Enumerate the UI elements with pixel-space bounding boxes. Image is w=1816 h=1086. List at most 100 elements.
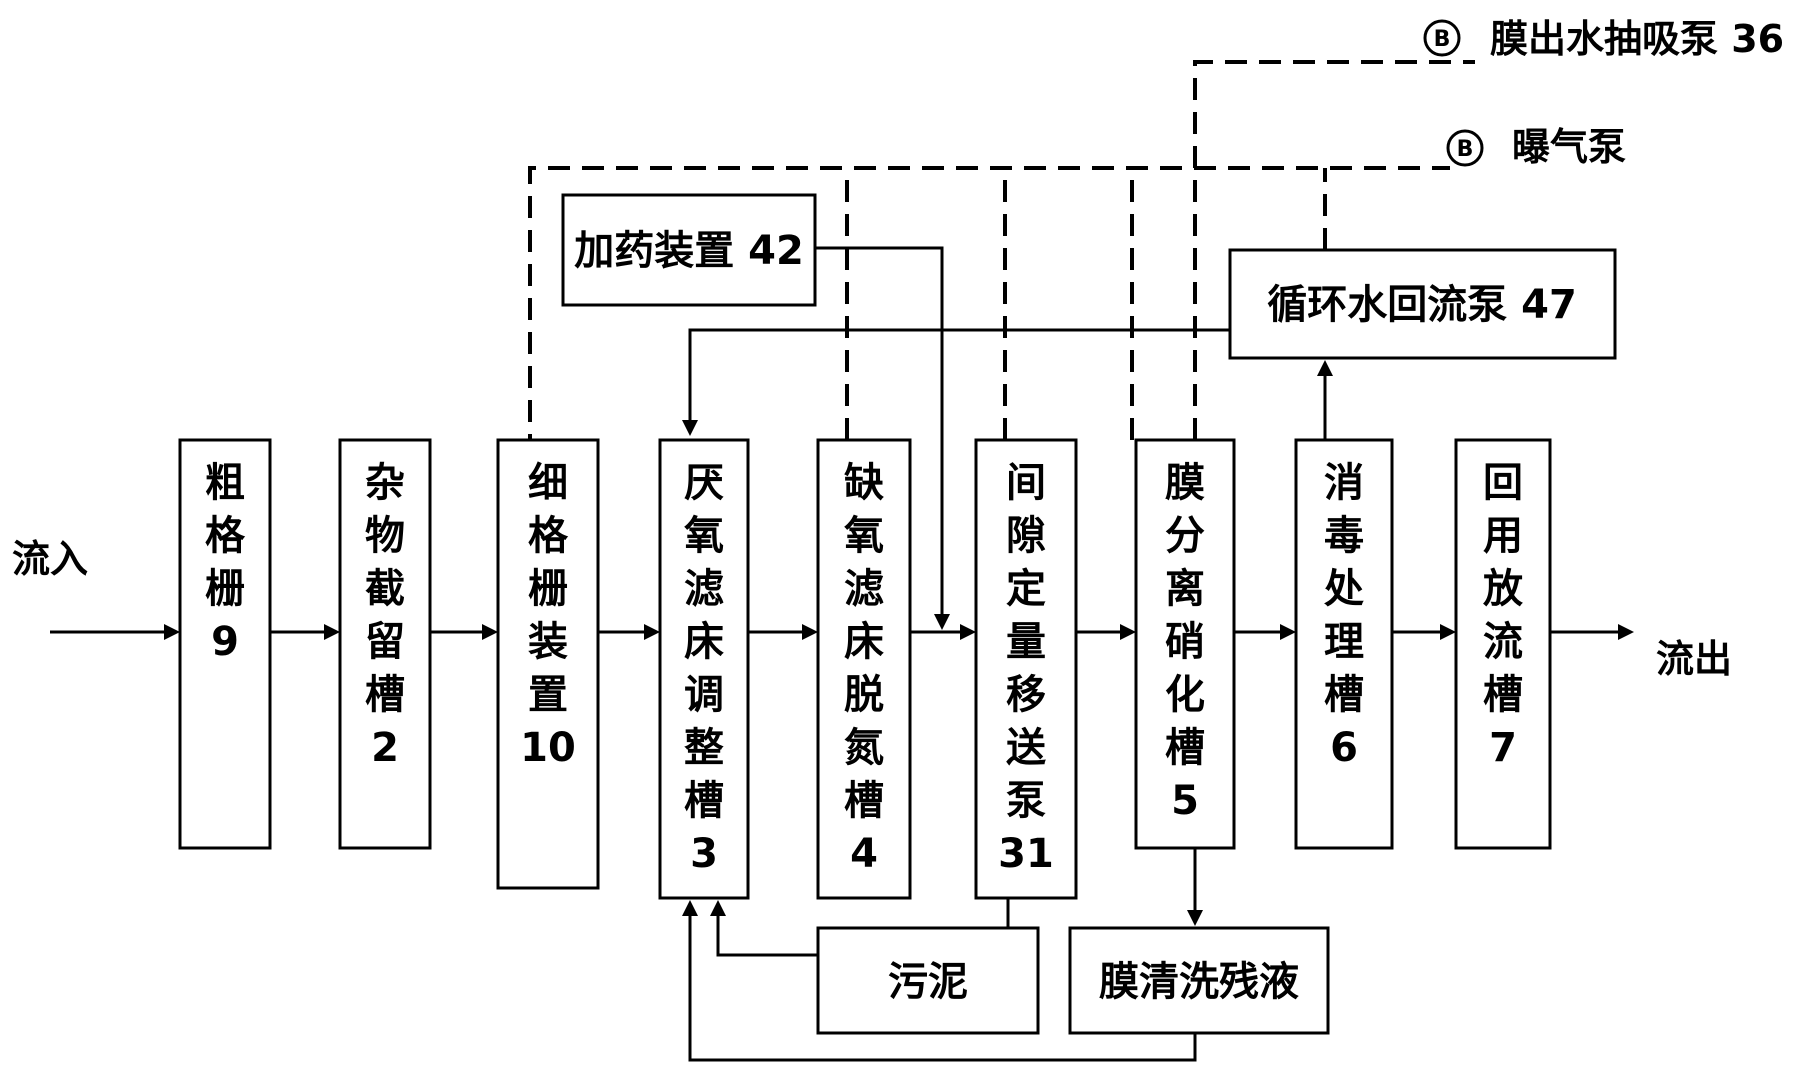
recycle-pump: 循环水回流泵 47 xyxy=(1228,248,1617,360)
arrow-head xyxy=(934,614,950,630)
tank-label-char: 离 xyxy=(1165,566,1205,612)
tank-label-char: 间 xyxy=(1006,460,1046,506)
tank-label-char: 氮 xyxy=(844,725,884,771)
tank-box xyxy=(178,438,272,850)
tank-label-char: 滤 xyxy=(684,566,724,612)
arrow-head xyxy=(1280,624,1296,640)
tank-label-char: 格 xyxy=(205,513,246,559)
tank-label-char: 泵 xyxy=(1006,778,1046,824)
tank-label-char: 流 xyxy=(1483,619,1523,665)
sludge: 污泥 xyxy=(816,926,1040,1035)
tank-label-char: 4 xyxy=(850,831,878,877)
tank-label-char: 放 xyxy=(1483,566,1523,612)
aeration-marker-circle xyxy=(1446,129,1484,167)
dosing-device-label: 加药装置 42 xyxy=(574,228,804,274)
suction-marker-circle xyxy=(1423,19,1461,57)
membrane-wash-box xyxy=(1068,926,1330,1035)
tank-label-char: 整 xyxy=(684,725,724,771)
tank-label-char: 定 xyxy=(1006,566,1046,612)
tank-label-char: 床 xyxy=(844,619,884,665)
suction-pump-label-group: B 膜出水抽吸泵 36 xyxy=(1423,17,1784,61)
recycle-pump-label: 循环水回流泵 47 xyxy=(1267,282,1577,328)
aeration-marker: B xyxy=(1457,137,1474,162)
tank-label-char: 格 xyxy=(528,513,569,559)
tank-label-char: 装 xyxy=(528,619,568,665)
process-tanks: 粗格栅9杂物截留槽2细格栅装置10厌氧滤床调整槽3缺氧滤床脱氮槽4间隙定量移送泵… xyxy=(178,438,1552,900)
tank-box xyxy=(658,438,750,900)
tank-label-char: 移 xyxy=(1006,672,1046,718)
arrow-head xyxy=(324,624,340,640)
tank-label-char: 量 xyxy=(1006,619,1046,665)
arrow-head xyxy=(1120,624,1136,640)
tank-label-char: 硝 xyxy=(1165,619,1205,665)
tank-box xyxy=(1454,438,1552,850)
tank-label-char: 槽 xyxy=(1165,725,1205,771)
suction-marker: B xyxy=(1434,27,1451,52)
aeration-pump-label-group: B 曝气泵 xyxy=(1446,125,1626,169)
tank-label-char: 31 xyxy=(998,831,1054,877)
tank-label-char: 栅 xyxy=(528,566,568,612)
tank-label-char: 化 xyxy=(1165,672,1205,718)
arrow-head xyxy=(682,900,698,916)
arrow-head xyxy=(1440,624,1456,640)
tank-label-char: 7 xyxy=(1489,725,1517,771)
tank-label-char: 槽 xyxy=(844,778,884,824)
tank-label-char: 分 xyxy=(1165,513,1205,559)
tank-label-char: 消 xyxy=(1324,460,1364,506)
membrane-wash-label: 膜清洗残液 xyxy=(1099,959,1299,1005)
tank-box xyxy=(1294,438,1394,850)
tank-label-char: 回 xyxy=(1483,460,1523,506)
tank-label-char: 隙 xyxy=(1006,513,1046,559)
arrow-head xyxy=(644,624,660,640)
arrow-head xyxy=(802,624,818,640)
arrow-head xyxy=(1317,360,1333,376)
arrow-head xyxy=(682,420,698,436)
tank-label-char: 用 xyxy=(1483,513,1523,559)
tank-label-char: 氧 xyxy=(684,513,724,559)
recycle-pump-box xyxy=(1228,248,1617,360)
tank-label-char: 9 xyxy=(211,619,239,665)
tank-label-char: 10 xyxy=(520,725,576,771)
tank-label-char: 置 xyxy=(528,672,568,718)
tank-label-char: 床 xyxy=(684,619,724,665)
aeration-pump-label: 曝气泵 xyxy=(1512,125,1626,169)
sludge-box xyxy=(816,926,1040,1035)
sludge-label: 污泥 xyxy=(888,959,968,1005)
tank-box xyxy=(974,438,1078,900)
tank-label-char: 栅 xyxy=(205,566,245,612)
tank-box xyxy=(496,438,600,890)
flow-arrows xyxy=(50,246,1634,1062)
tank-label-char: 物 xyxy=(365,513,405,559)
dosing-device-box xyxy=(561,193,817,307)
arrow-head xyxy=(482,624,498,640)
tank-label-char: 留 xyxy=(365,619,405,665)
tank-label-char: 脱 xyxy=(844,672,884,718)
tank-label-char: 调 xyxy=(684,672,724,718)
tank-label-char: 膜 xyxy=(1165,460,1205,506)
tank-label-char: 6 xyxy=(1330,725,1358,771)
tank-label-char: 缺 xyxy=(844,460,884,506)
inflow-label: 流入 xyxy=(12,537,88,581)
tank-label-char: 2 xyxy=(371,725,399,771)
tank-label-char: 槽 xyxy=(684,778,724,824)
suction-line xyxy=(1193,60,1475,440)
arrow-head xyxy=(960,624,976,640)
arrow-head xyxy=(164,624,180,640)
tank-label-char: 3 xyxy=(690,831,718,877)
tank-label-char: 5 xyxy=(1171,778,1199,824)
tank-label-char: 理 xyxy=(1324,619,1364,665)
outflow-label: 流出 xyxy=(1656,637,1732,681)
tank-label-char: 氧 xyxy=(844,513,884,559)
tank-box xyxy=(338,438,432,850)
tank-label-char: 处 xyxy=(1324,566,1364,612)
tank-label-char: 毒 xyxy=(1324,513,1364,559)
tank-label-char: 槽 xyxy=(1324,672,1364,718)
tank-label-char: 槽 xyxy=(365,672,405,718)
